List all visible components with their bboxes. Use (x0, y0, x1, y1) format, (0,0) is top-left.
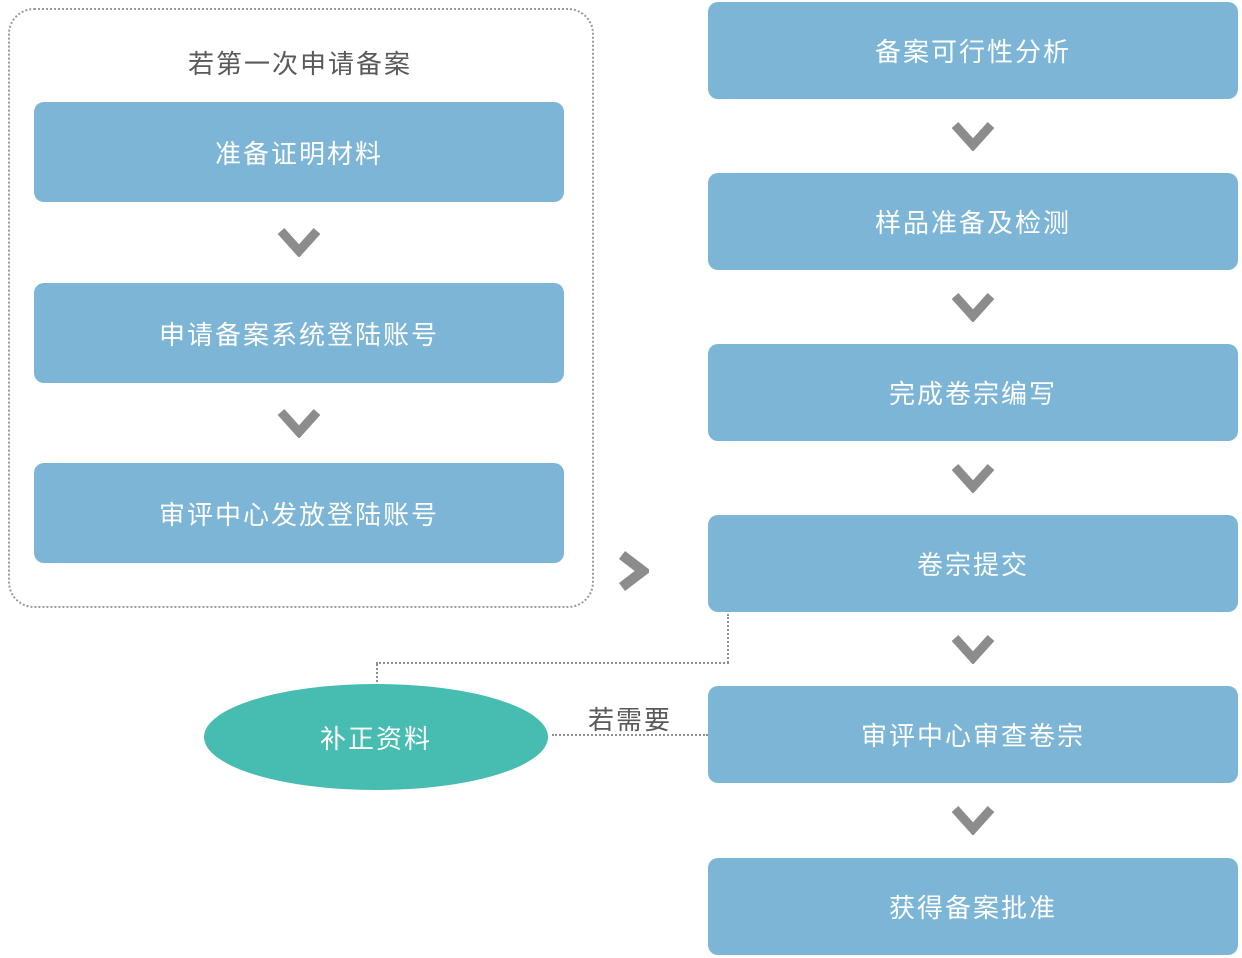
chevron-down-icon (951, 463, 995, 494)
connector-submission-to-supplement-vertical (727, 614, 729, 663)
step-sample-prep-testing: 样品准备及检测 (708, 173, 1238, 270)
step-apply-login-account: 申请备案系统登陆账号 (34, 283, 564, 383)
panel-title: 若第一次申请备案 (187, 49, 412, 79)
step-label: 卷宗提交 (916, 550, 1029, 580)
step-complete-dossier: 完成卷宗编写 (708, 344, 1238, 441)
step-dossier-submission: 卷宗提交 (708, 515, 1238, 612)
step-label: 准备证明材料 (214, 138, 383, 169)
chevron-right-icon (617, 550, 652, 592)
connector-into-ellipse-vertical (376, 664, 378, 686)
step-feasibility-analysis: 备案可行性分析 (708, 2, 1238, 99)
ellipse-label: 补正资料 (319, 723, 432, 754)
step-label: 样品准备及检测 (874, 208, 1071, 238)
step-label: 审评中心发放登陆账号 (158, 499, 439, 530)
chevron-down-icon (277, 408, 321, 439)
step-label: 完成卷宗编写 (888, 379, 1057, 409)
step-center-review-dossier: 审评中心审查卷宗 (708, 686, 1238, 783)
step-label: 备案可行性分析 (874, 37, 1071, 67)
chevron-down-icon (951, 121, 995, 152)
step-label: 审评中心审查卷宗 (860, 721, 1085, 751)
step-prepare-materials: 准备证明材料 (34, 102, 564, 202)
condition-label: 若需要 (587, 705, 672, 735)
step-center-issues-account: 审评中心发放登陆账号 (34, 463, 564, 563)
chevron-down-icon (951, 292, 995, 323)
connector-supplement-to-review-horizontal (552, 734, 708, 736)
connector-submission-to-supplement-horizontal (376, 662, 729, 664)
chevron-down-icon (951, 634, 995, 665)
step-obtain-approval: 获得备案批准 (708, 858, 1238, 955)
step-label: 申请备案系统登陆账号 (158, 319, 439, 350)
supplement-materials-ellipse: 补正资料 (204, 684, 548, 790)
chevron-down-icon (951, 805, 995, 836)
step-label: 获得备案批准 (888, 893, 1057, 923)
chevron-down-icon (277, 227, 321, 258)
